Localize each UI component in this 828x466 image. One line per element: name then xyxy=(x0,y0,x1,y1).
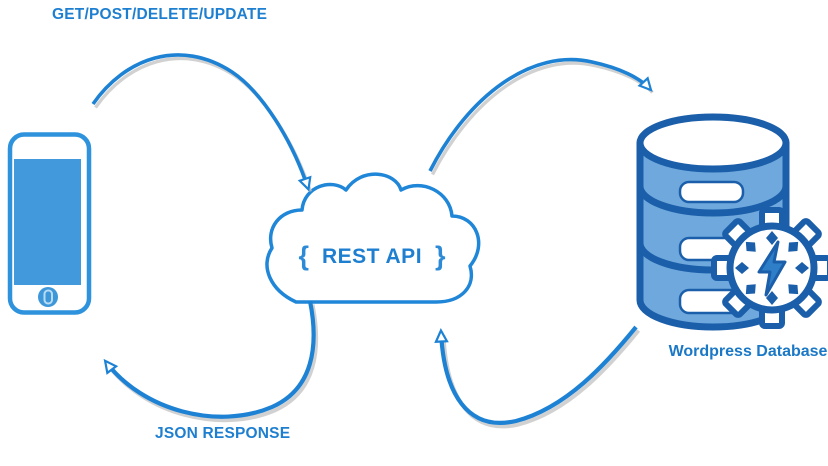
cloud-outline xyxy=(265,172,481,304)
rest-api-text: REST API xyxy=(321,244,423,268)
phone-screen xyxy=(14,159,81,285)
database-cylinder-icon xyxy=(636,113,828,331)
arrow-phone-to-cloud xyxy=(91,53,312,192)
arrow-database-to-cloud xyxy=(434,325,638,425)
db-slot-1 xyxy=(678,180,745,204)
json-response-label: JSON RESPONSE xyxy=(155,425,291,442)
db-top xyxy=(636,113,790,173)
rest-api-label: { REST API } xyxy=(258,236,486,276)
gear-dots xyxy=(735,231,809,305)
brace-right: } xyxy=(435,240,446,271)
db-separator-1 xyxy=(636,185,790,217)
phone-home-button-inner xyxy=(43,289,53,305)
cloud-icon xyxy=(265,172,481,304)
smartphone-icon xyxy=(7,132,92,315)
arrow-cloud-to-phone xyxy=(103,300,316,419)
request-methods-label: GET/POST/DELETE/UPDATE xyxy=(52,6,268,23)
arrow-cloud-to-database xyxy=(428,57,653,172)
wordpress-database-label: Wordpress Database xyxy=(668,343,828,360)
phone-home-button xyxy=(38,287,58,307)
lightning-bolt-icon xyxy=(757,240,787,297)
brace-left: { xyxy=(298,240,309,271)
gear-lightning-icon xyxy=(711,207,828,329)
